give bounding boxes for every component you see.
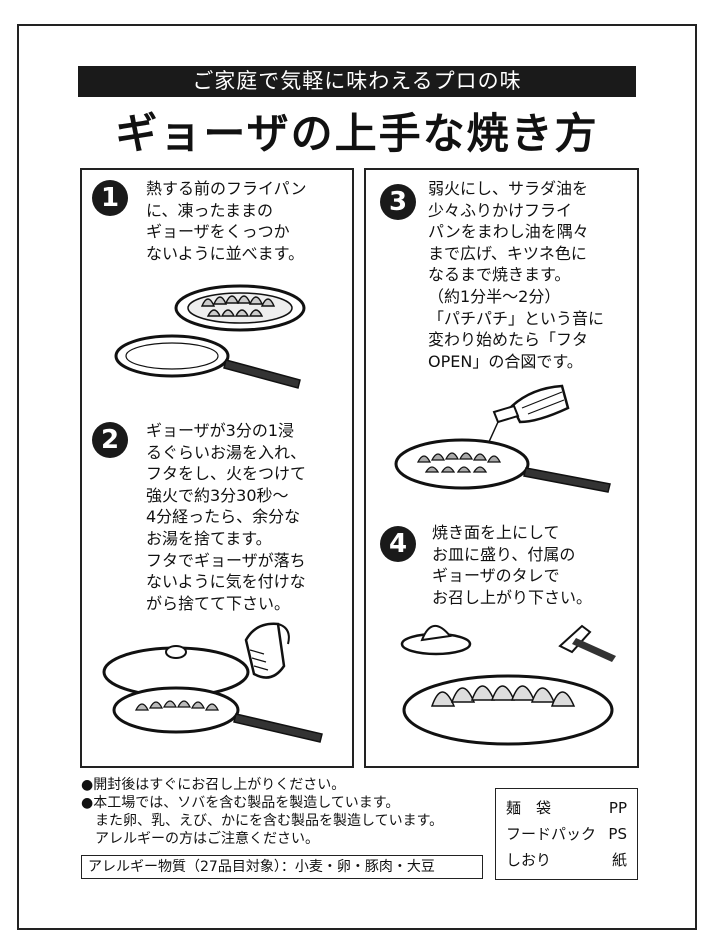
material-row: しおり 紙: [506, 847, 627, 873]
oil-bottle-and-pan-illustration: [394, 384, 611, 493]
allergy-box: アレルギー物質（27品目対象）：小麦・卵・豚肉・大豆: [81, 855, 483, 879]
material-row: フードパック PS: [506, 821, 627, 847]
step-3-text: 弱火にし、サラダ油を 少々ふりかけフライ パンをまわし油を隅々 まで広げ、キツネ…: [428, 179, 605, 371]
step-2-badge: 2: [92, 422, 128, 458]
material-code: PP: [608, 799, 627, 817]
step-4-text: 焼き面を上にして お皿に盛り、付属の ギョーザのタレで お召し上がり下さい。: [432, 523, 593, 607]
note-line: ●本工場では、ソバを含む製品を製造しています。: [81, 795, 400, 811]
packaging-material-box: 麺 袋 PP フードパック PS しおり 紙: [495, 788, 638, 880]
step-1-badge: 1: [92, 180, 128, 216]
banner: ご家庭で気軽に味わえるプロの味: [78, 66, 636, 97]
frying-pan-with-gyoza-illustration: [114, 284, 306, 389]
pan-with-lid-and-measuring-cup-illustration: [102, 622, 323, 743]
material-item: 麺 袋: [506, 799, 552, 817]
page-frame: [17, 24, 697, 930]
step-3-badge: 3: [380, 184, 416, 220]
steps-panel-right: 3 弱火にし、サラダ油を 少々ふりかけフライ パンをまわし油を隅々 まで広げ、キ…: [364, 168, 639, 768]
notes: ●開封後はすぐにお召し上がりください。 ●本工場では、ソバを含む製品を製造してい…: [81, 776, 491, 848]
material-row: 麺 袋 PP: [506, 795, 627, 821]
step-1-text: 熱する前のフライパン に、凍ったままの ギョーザをくっつか ないように並べます。: [146, 179, 307, 263]
note-line: ●開封後はすぐにお召し上がりください。: [81, 777, 346, 793]
step-4-badge: 4: [380, 526, 416, 562]
material-item: しおり: [506, 851, 552, 869]
material-item: フードパック: [506, 825, 597, 843]
note-line: また卵、乳、えび、かにを含む製品を製造しています。: [81, 813, 444, 829]
plated-gyoza-with-sauce-illustration: [400, 624, 616, 746]
material-code: PS: [608, 825, 627, 843]
page-title: ギョーザの上手な焼き方: [115, 109, 599, 158]
material-code: 紙: [611, 851, 627, 869]
note-line: アレルギーの方はご注意ください。: [81, 831, 319, 847]
step-2-text: ギョーザが3分の1浸 るぐらいお湯を入れ、 フタをし、火をつけて 強火で約3分3…: [146, 421, 307, 613]
steps-panel-left: 1 熱する前のフライパン に、凍ったままの ギョーザをくっつか ないように並べま…: [80, 168, 354, 768]
